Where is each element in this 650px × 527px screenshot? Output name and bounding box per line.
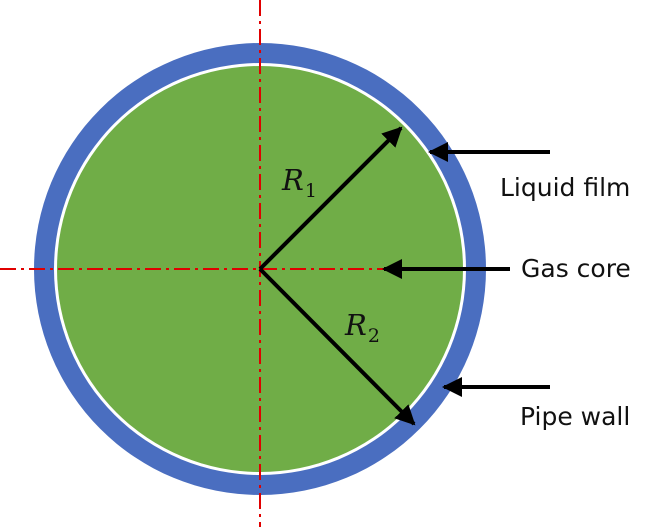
- r2-label: R2: [344, 308, 380, 347]
- pipe-wall-label: Pipe wall: [520, 402, 630, 431]
- gas-core-label: Gas core: [521, 254, 631, 283]
- r1-subscript: 1: [305, 180, 317, 202]
- r1-arrow: [258, 126, 403, 271]
- r1-label: R1: [281, 163, 317, 202]
- r1-letter: R: [281, 163, 304, 197]
- r2-letter: R: [344, 308, 367, 342]
- r2-arrow: [258, 267, 416, 426]
- liquid-film-label: Liquid film: [500, 173, 630, 202]
- r2-subscript: 2: [368, 325, 380, 347]
